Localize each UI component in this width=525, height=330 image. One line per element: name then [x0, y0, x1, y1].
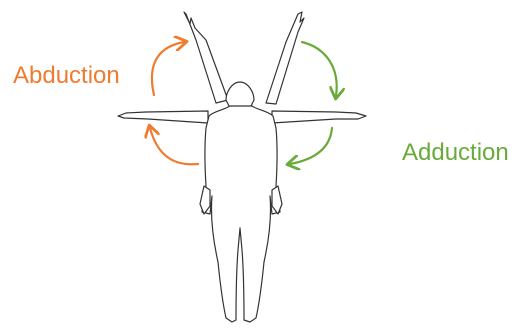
abduction-arrow-upper — [152, 42, 184, 95]
torso-and-legs — [202, 106, 280, 322]
head — [226, 82, 254, 108]
adduction-arrow-upper — [302, 42, 337, 96]
adduction-arrow-lower — [290, 128, 332, 164]
abduction-arrow-lower — [150, 128, 198, 164]
raised-right-arm — [266, 12, 304, 104]
raised-left-arm — [184, 12, 228, 103]
horizontal-left-arm — [118, 111, 208, 123]
horizontal-right-arm — [272, 111, 366, 123]
adduction-label: Adduction — [402, 141, 509, 165]
abduction-label: Abduction — [13, 64, 120, 88]
